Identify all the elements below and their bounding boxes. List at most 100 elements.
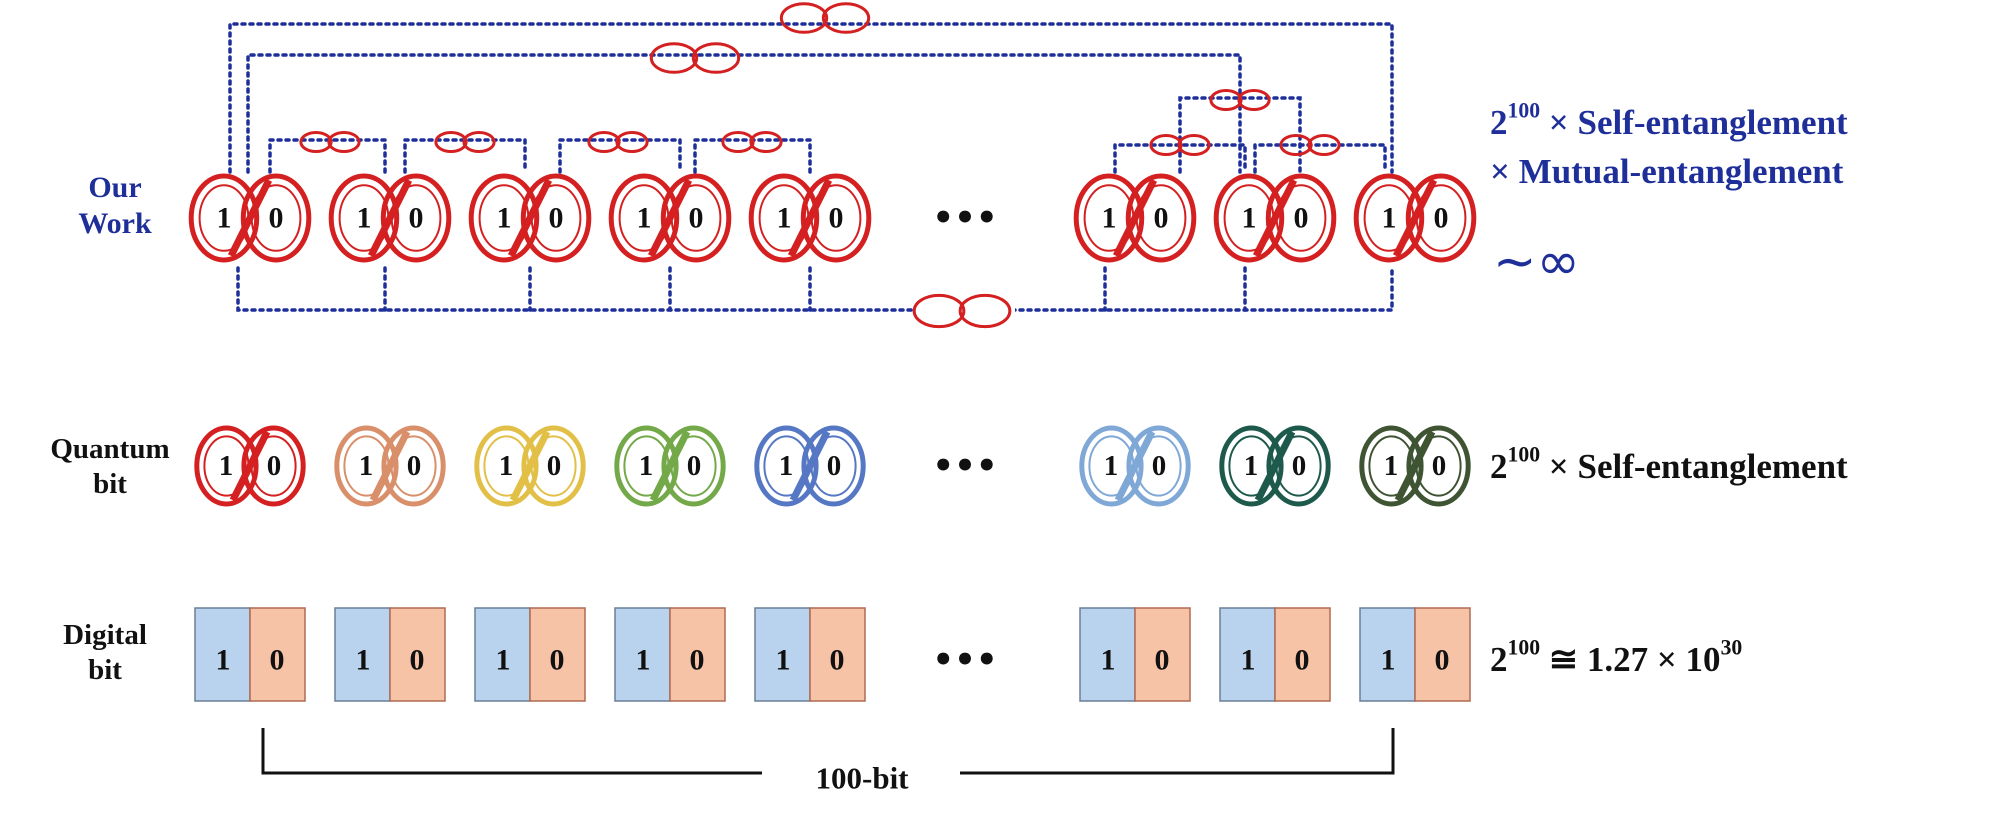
- our-work-label: Our Work: [60, 170, 170, 242]
- bit-zero-label: 0: [829, 202, 844, 235]
- ring-left-loop: [1353, 173, 1425, 263]
- quantum-bit-label-line1: Quantum: [50, 433, 170, 465]
- our-work-complexity-line1: 2100 × Self-entanglement: [1490, 100, 1848, 143]
- mini-ring-left: [912, 293, 966, 329]
- bit-zero-label: 0: [1294, 202, 1309, 235]
- bit-one-label: 1: [217, 202, 232, 235]
- brace-label: 100-bit: [816, 761, 910, 796]
- ring-right-loop: [1266, 425, 1331, 507]
- ring-cross-band: [647, 178, 693, 258]
- bit-zero-label: 0: [827, 450, 842, 482]
- bit-one-label: 1: [219, 450, 234, 482]
- ring-cross-band: [507, 178, 553, 258]
- mini-ring-left: [779, 2, 829, 34]
- our-work-infinity: ∼∞: [1493, 232, 1580, 292]
- digital-zero-cell: [529, 607, 586, 702]
- ring-left-loop: [1213, 173, 1285, 263]
- ring-right-loop: [240, 173, 312, 263]
- our-work-self-entanglement: × Self-entanglement: [1548, 103, 1848, 142]
- bit-zero-label: 0: [1154, 202, 1169, 235]
- bit-one-label: 1: [1381, 644, 1396, 677]
- ring-right-loop: [521, 425, 586, 507]
- ring-cross-band: [509, 430, 551, 502]
- mini-ring-left: [299, 130, 333, 154]
- bit-one-label: 1: [1241, 644, 1256, 677]
- ring-right-loop: [1126, 425, 1191, 507]
- digital-bit-label-line1: Digital: [63, 619, 147, 651]
- bit-one-label: 1: [1102, 202, 1117, 235]
- digital-bit-label-line2: bit: [88, 653, 122, 686]
- ring-left-loop: [1079, 425, 1144, 507]
- bit-zero-label: 0: [1434, 202, 1449, 235]
- mini-ring-right: [749, 130, 783, 154]
- mini-ring-left: [721, 130, 755, 154]
- digital-bit-exponent2: 30: [1720, 635, 1743, 660]
- bit-zero-label: 0: [409, 202, 424, 235]
- bit-one-label: 1: [496, 644, 511, 677]
- bit-zero-label: 0: [547, 450, 562, 482]
- quantum-ellipsis: •••: [932, 446, 997, 486]
- left-pair-mini-ring-2: [434, 130, 496, 154]
- ring-cross-band: [1114, 430, 1156, 502]
- bit-one-label: 1: [356, 644, 371, 677]
- bit-zero-label: 0: [1435, 644, 1450, 677]
- mini-ring-right: [462, 130, 496, 154]
- ring-right-loop: [1265, 173, 1337, 263]
- ring-right-loop: [660, 173, 732, 263]
- ring-cross-band: [787, 178, 833, 258]
- ring-cross-band: [1112, 178, 1158, 258]
- ring-cross-band: [367, 178, 413, 258]
- bit-zero-label: 0: [687, 450, 702, 482]
- bit-one-label: 1: [497, 202, 512, 235]
- digital-ellipsis: •••: [932, 640, 997, 680]
- ring-right-loop: [380, 173, 452, 263]
- ring-left-loop: [194, 425, 259, 507]
- mini-ring-right: [691, 42, 741, 74]
- digital-one-cell: [194, 607, 251, 702]
- bit-one-label: 1: [216, 644, 231, 677]
- our-work-base: 2: [1490, 103, 1508, 142]
- bit-zero-label: 0: [1155, 644, 1170, 677]
- mini-ring-left: [1209, 88, 1243, 112]
- ring-left-loop: [328, 173, 400, 263]
- ring-left-loop: [748, 173, 820, 263]
- bit-zero-label: 0: [269, 202, 284, 235]
- second-top-link: [246, 53, 1242, 174]
- digital-zero-cell: [1134, 607, 1191, 702]
- ring-right-loop: [520, 173, 592, 263]
- bit-zero-label: 0: [410, 644, 425, 677]
- hundred-bit-brace: 100-bit: [261, 728, 1395, 796]
- mini-ring-right: [1237, 88, 1271, 112]
- bit-one-label: 1: [1384, 450, 1399, 482]
- our-work-label-line1: Our: [88, 171, 142, 204]
- bit-zero-label: 0: [270, 644, 285, 677]
- mini-ring-right: [821, 2, 871, 34]
- ring-left-loop: [1359, 425, 1424, 507]
- left-pair-link-1: [268, 138, 387, 174]
- digital-zero-cell: [809, 607, 866, 702]
- mini-ring-left: [649, 42, 699, 74]
- bit-one-label: 1: [636, 644, 651, 677]
- ring-right-loop: [661, 425, 726, 507]
- our-work-label-line2: Work: [78, 207, 152, 240]
- digital-zero-cell: [249, 607, 306, 702]
- second-link-mini-ring: [649, 42, 741, 74]
- bit-one-label: 1: [777, 202, 792, 235]
- ring-left-loop: [608, 173, 680, 263]
- bit-zero-label: 0: [690, 644, 705, 677]
- digital-one-cell: [334, 607, 391, 702]
- ring-cross-band: [1254, 430, 1296, 502]
